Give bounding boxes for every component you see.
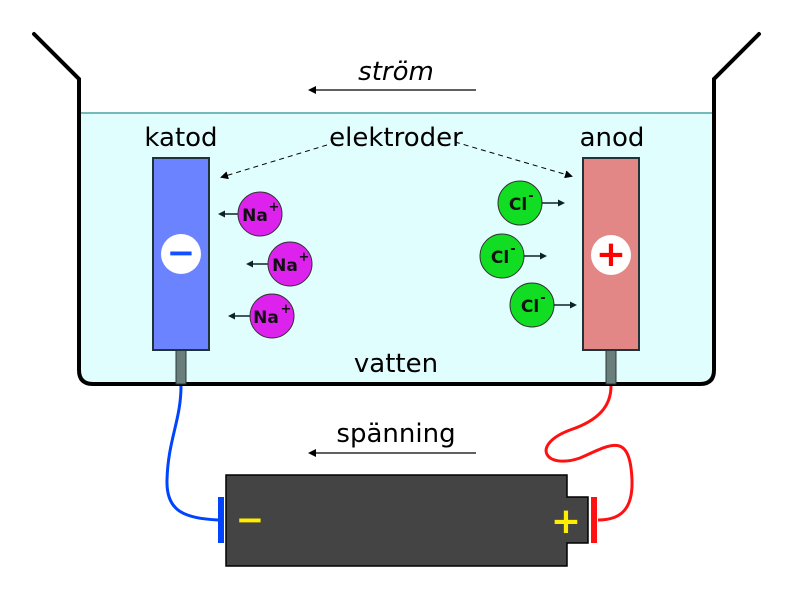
svg-text:+: + xyxy=(269,200,280,215)
battery-positive-sign: + xyxy=(551,501,581,542)
negative-wire xyxy=(165,385,219,522)
cathode-sign: − xyxy=(167,233,196,273)
svg-text:Cl: Cl xyxy=(521,297,539,317)
svg-text:Cl: Cl xyxy=(491,248,509,268)
svg-text:+: + xyxy=(281,302,292,317)
sodium-ion: Na + xyxy=(228,293,295,339)
cathode-sign-circle xyxy=(161,234,201,274)
electrodes-pointer-cathode xyxy=(220,144,328,180)
sodium-ion: Na + xyxy=(246,241,313,287)
water-label: vatten xyxy=(354,349,438,379)
container xyxy=(32,32,761,386)
cathode-connector xyxy=(175,349,187,385)
battery-positive-terminal xyxy=(591,497,597,543)
svg-text:Cl: Cl xyxy=(509,195,527,215)
chloride-ion: Cl - xyxy=(479,233,547,279)
chloride-ion: Cl - xyxy=(509,282,577,328)
voltage-label: spänning xyxy=(336,419,455,449)
svg-text:Na: Na xyxy=(253,308,279,328)
svg-text:-: - xyxy=(540,291,545,306)
cathode-label: katod xyxy=(144,123,217,153)
anode-connector xyxy=(605,349,617,385)
battery-negative-terminal xyxy=(218,497,224,543)
svg-text:Na: Na xyxy=(242,206,268,226)
current-label: ström xyxy=(358,57,434,87)
battery-body xyxy=(225,474,589,567)
anode-sign-circle xyxy=(591,235,631,275)
svg-text:+: + xyxy=(299,250,310,265)
anode-sign: + xyxy=(596,234,626,275)
chloride-ion: Cl - xyxy=(497,180,565,226)
svg-text:-: - xyxy=(510,242,515,257)
electrodes-label: elektroder xyxy=(329,123,463,153)
positive-wire xyxy=(544,385,634,522)
anode-label: anod xyxy=(580,123,645,153)
sodium-ion: Na + xyxy=(218,191,283,237)
svg-text:-: - xyxy=(528,189,533,204)
electrodes-pointer-anode xyxy=(454,141,573,179)
battery-negative-sign: − xyxy=(236,500,265,540)
svg-text:Na: Na xyxy=(272,256,298,276)
